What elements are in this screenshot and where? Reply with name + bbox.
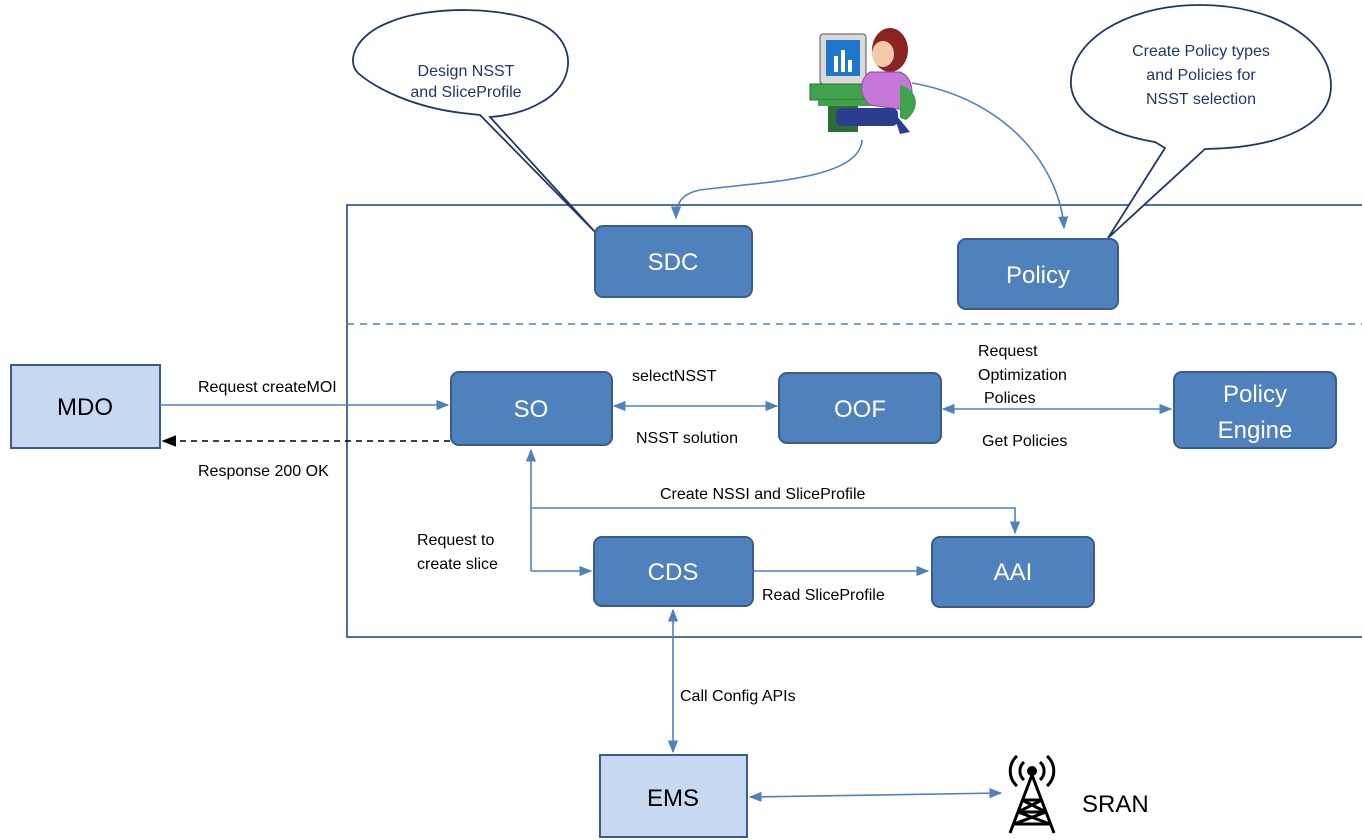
- policy-box[interactable]: [957, 238, 1119, 310]
- design-callout-line2: and SliceProfile: [410, 84, 521, 101]
- request-optimization-line3: Polices: [984, 390, 1036, 407]
- request-slice-line1: Request to: [417, 532, 494, 549]
- operator-to-sdc-line: [670, 139, 863, 220]
- create-nssi-arrow: [531, 507, 1021, 535]
- ems-label: EMS: [647, 785, 699, 812]
- policy-engine-box[interactable]: [1173, 371, 1337, 449]
- design-callout: Design NSST and SliceProfile: [352, 9, 596, 233]
- platform-frame: [346, 204, 1362, 638]
- policy-callout: Create Policy types and Policies for NSS…: [1070, 4, 1332, 239]
- mdo-box[interactable]: [10, 364, 161, 449]
- cds-label: CDS: [648, 559, 699, 586]
- request-optimization-line1: Request: [978, 343, 1038, 360]
- person-at-computer-icon: [809, 28, 916, 134]
- request-createmoi-label: Request createMOI: [198, 379, 337, 396]
- oof-label: OOF: [834, 396, 886, 423]
- radio-tower-icon: [1008, 754, 1056, 834]
- policy-callout-line3: NSST selection: [1146, 91, 1256, 108]
- policy-engine-label-line2: Engine: [1218, 417, 1293, 444]
- sran-label: SRAN: [1082, 791, 1149, 818]
- get-policies-label: Get Policies: [982, 433, 1067, 450]
- policy-callout-line2: and Policies for: [1146, 67, 1256, 84]
- request-optimization-line2: Optimization: [978, 367, 1067, 384]
- call-config-label: Call Config APIs: [680, 688, 796, 705]
- policy-label: Policy: [1006, 262, 1070, 289]
- aai-label: AAI: [994, 559, 1033, 586]
- aai-box[interactable]: [931, 536, 1095, 608]
- sdc-label: SDC: [648, 249, 699, 276]
- oof-box[interactable]: [778, 372, 942, 444]
- policy-engine-label-line1: Policy: [1223, 381, 1287, 408]
- ems-box[interactable]: [599, 754, 748, 838]
- design-callout-line1: Design NSST: [418, 63, 515, 80]
- operator-to-policy-line: [911, 82, 1069, 230]
- request-slice-line2: create slice: [417, 556, 498, 573]
- so-box[interactable]: [450, 371, 613, 446]
- mdo-label: MDO: [57, 394, 113, 421]
- so-label: SO: [514, 396, 549, 423]
- sdc-box[interactable]: [594, 225, 753, 298]
- policy-callout-line1: Create Policy types: [1132, 43, 1270, 60]
- create-nssi-label: Create NSSI and SliceProfile: [660, 486, 866, 503]
- read-sliceprofile-label: Read SliceProfile: [762, 587, 885, 604]
- nsst-solution-label: NSST solution: [636, 430, 738, 447]
- ems-sran-arrow: [748, 788, 1003, 802]
- select-nsst-label: selectNSST: [632, 368, 717, 385]
- response-200-label: Response 200 OK: [198, 463, 329, 480]
